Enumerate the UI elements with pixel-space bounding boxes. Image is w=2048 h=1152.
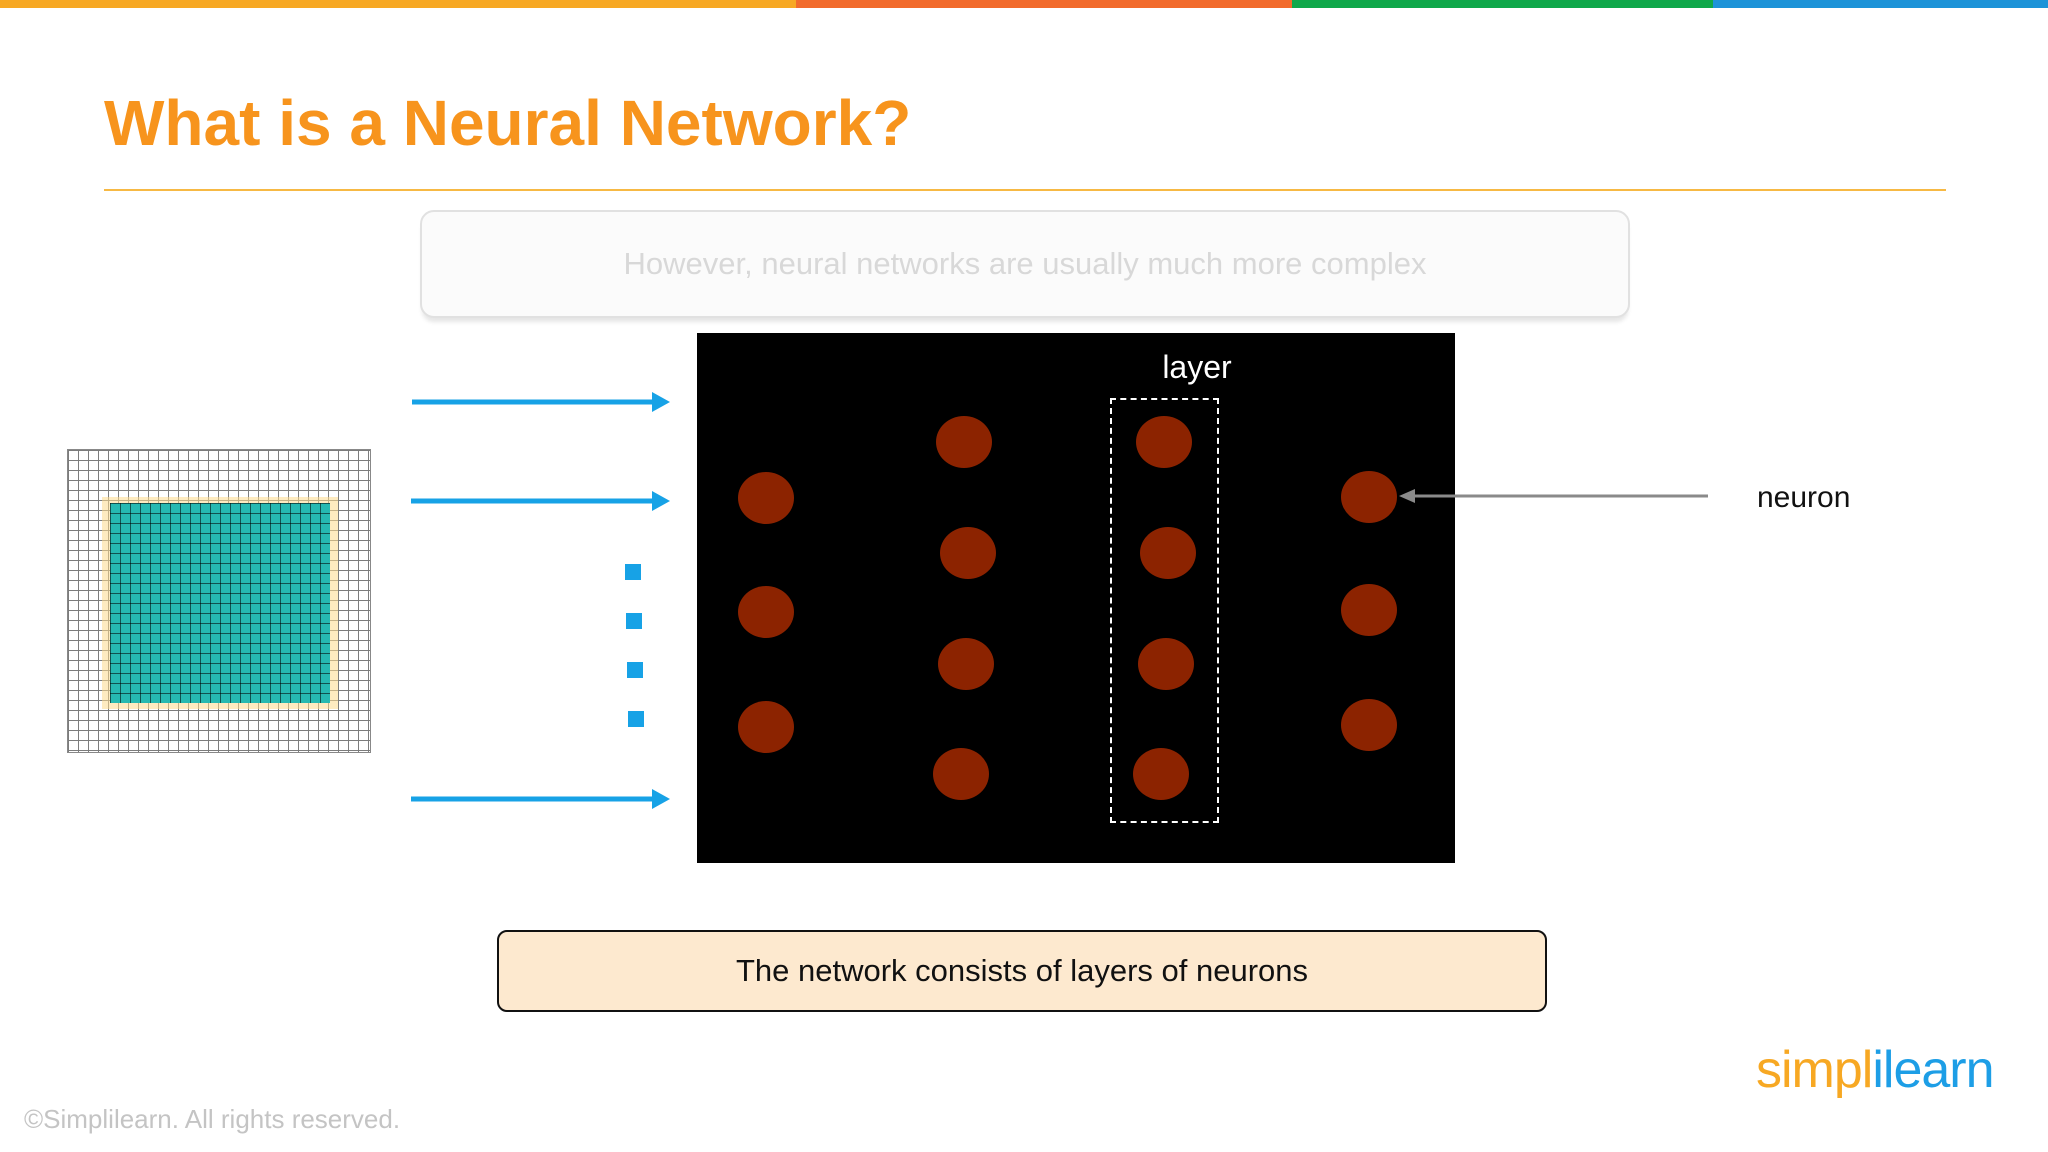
caption-box: The network consists of layers of neuron…: [497, 930, 1547, 1012]
logo-part-1: simpl: [1756, 1041, 1873, 1099]
neuron-l3-2: [1140, 527, 1196, 579]
input-arrow-3: [411, 789, 670, 809]
top-bar-segment-orange: [0, 0, 796, 8]
neuron-pointer-arrow: [1399, 489, 1708, 503]
copyright-text: ©Simplilearn. All rights reserved.: [24, 1104, 401, 1134]
simplilearn-logo: simplilearn: [1756, 1040, 1995, 1100]
neuron-l3-4: [1133, 748, 1189, 800]
neuron-l1-2: [738, 586, 794, 638]
pixel-grid-icon: [67, 449, 371, 753]
faded-note-box: However, neural networks are usually muc…: [420, 210, 1630, 318]
slide-title: What is a Neural Network?: [104, 87, 912, 159]
top-color-bar: [0, 0, 2048, 8]
neuron-l3-3: [1138, 638, 1194, 690]
neuron-l4-3: [1341, 699, 1397, 751]
input-arrow-2: [411, 491, 670, 511]
title-divider: [104, 189, 1946, 191]
input-arrows: [411, 392, 670, 809]
neuron-l4-1: [1341, 471, 1397, 523]
neuron-l2-4: [933, 748, 989, 800]
caption-text: The network consists of layers of neuron…: [735, 953, 1309, 988]
network-diagram: layer: [697, 333, 1455, 863]
neuron-l1-1: [738, 472, 794, 524]
neuron-label: neuron: [1757, 481, 1851, 514]
neuron-l2-2: [940, 527, 996, 579]
logo-part-2: ilearn: [1872, 1041, 1994, 1099]
top-bar-segment-green: [1292, 0, 1713, 8]
neuron-l3-1: [1136, 416, 1192, 468]
neuron-l4-2: [1341, 584, 1397, 636]
neuron-l2-1: [936, 416, 992, 468]
neuron-l1-3: [738, 701, 794, 753]
image-pixels: [110, 503, 330, 703]
top-bar-segment-blue: [1713, 0, 2048, 8]
faded-note-text: However, neural networks are usually muc…: [623, 246, 1427, 281]
neuron-l2-3: [938, 638, 994, 690]
layer-label: layer: [1162, 349, 1232, 385]
input-arrow-1: [412, 392, 670, 412]
layer-outline: [1110, 398, 1219, 823]
top-bar-segment-red: [796, 0, 1292, 8]
ellipsis-dots: [625, 564, 644, 727]
